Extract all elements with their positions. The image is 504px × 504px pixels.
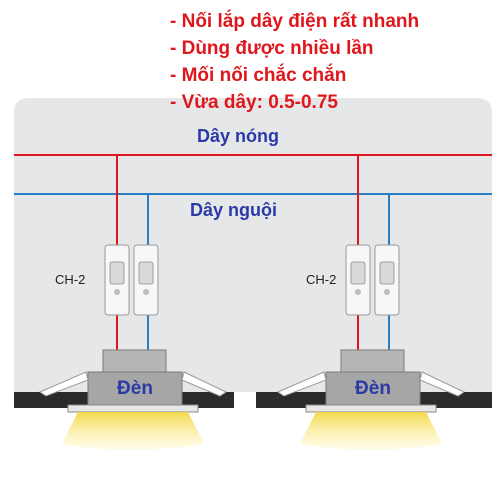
feature-item: - Vừa dây: 0.5-0.75 bbox=[170, 92, 338, 113]
lamp-label-1: Đèn bbox=[117, 378, 153, 399]
light-beam-1 bbox=[62, 412, 204, 450]
light-beam-2 bbox=[300, 412, 442, 450]
lamp-label-2: Đèn bbox=[355, 378, 391, 399]
fixture-group-2 bbox=[276, 155, 466, 450]
wire-connector-1 bbox=[104, 244, 159, 316]
feature-item: - Nối lắp dây điện rất nhanh bbox=[170, 11, 420, 32]
wire-connector-2 bbox=[345, 244, 400, 316]
live-wire-label: Dây nóng bbox=[197, 126, 280, 146]
connector-label-2: CH-2 bbox=[306, 272, 337, 287]
connector-label-1: CH-2 bbox=[55, 272, 86, 287]
fixture-group-1 bbox=[38, 155, 228, 450]
lamp-fixture-1 bbox=[38, 349, 228, 450]
ceiling-space-panel bbox=[14, 98, 492, 392]
feature-list: - Nối lắp dây điện rất nhanh - Dùng được… bbox=[170, 8, 419, 116]
feature-item: - Mối nối chắc chắn bbox=[170, 65, 347, 86]
neutral-wire-label: Dây nguội bbox=[190, 200, 278, 220]
feature-item: - Dùng được nhiều lần bbox=[170, 38, 374, 59]
lamp-fixture-2 bbox=[276, 349, 466, 450]
